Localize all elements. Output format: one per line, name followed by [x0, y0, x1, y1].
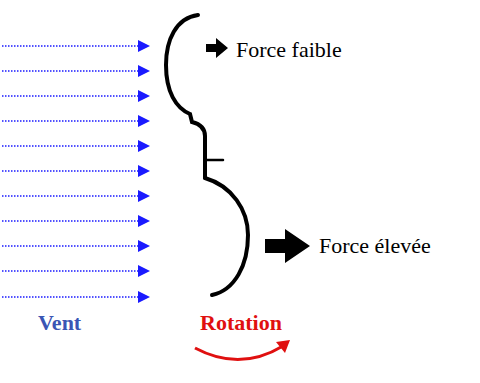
- upper-bucket: [166, 15, 205, 178]
- lower-bucket: [205, 178, 248, 295]
- wind-arrow: [2, 170, 138, 171]
- rotation-label: Rotation: [200, 311, 282, 335]
- wind-arrow: [2, 95, 138, 96]
- rotation-arrow-head: [276, 340, 290, 353]
- wind-arrow: [2, 245, 138, 246]
- force-label: Force élevée: [319, 234, 431, 258]
- wind-arrow: [2, 45, 138, 46]
- wind-arrow: [2, 70, 138, 71]
- wind-arrows: [2, 46, 138, 297]
- large-force-arrow: [265, 229, 310, 263]
- rotation-arrow: [195, 346, 283, 360]
- small-force-arrow: [206, 38, 228, 58]
- wind-arrow: [2, 270, 138, 271]
- force-label: Force faible: [236, 38, 342, 62]
- wind-arrow: [2, 120, 138, 121]
- wind-arrow: [2, 296, 138, 297]
- savonius-profile: [166, 15, 248, 295]
- wind-label: Vent: [38, 311, 81, 335]
- wind-arrow: [2, 195, 138, 196]
- wind-arrow: [2, 145, 138, 146]
- wind-arrow: [2, 220, 138, 221]
- axis-tick: [205, 159, 223, 162]
